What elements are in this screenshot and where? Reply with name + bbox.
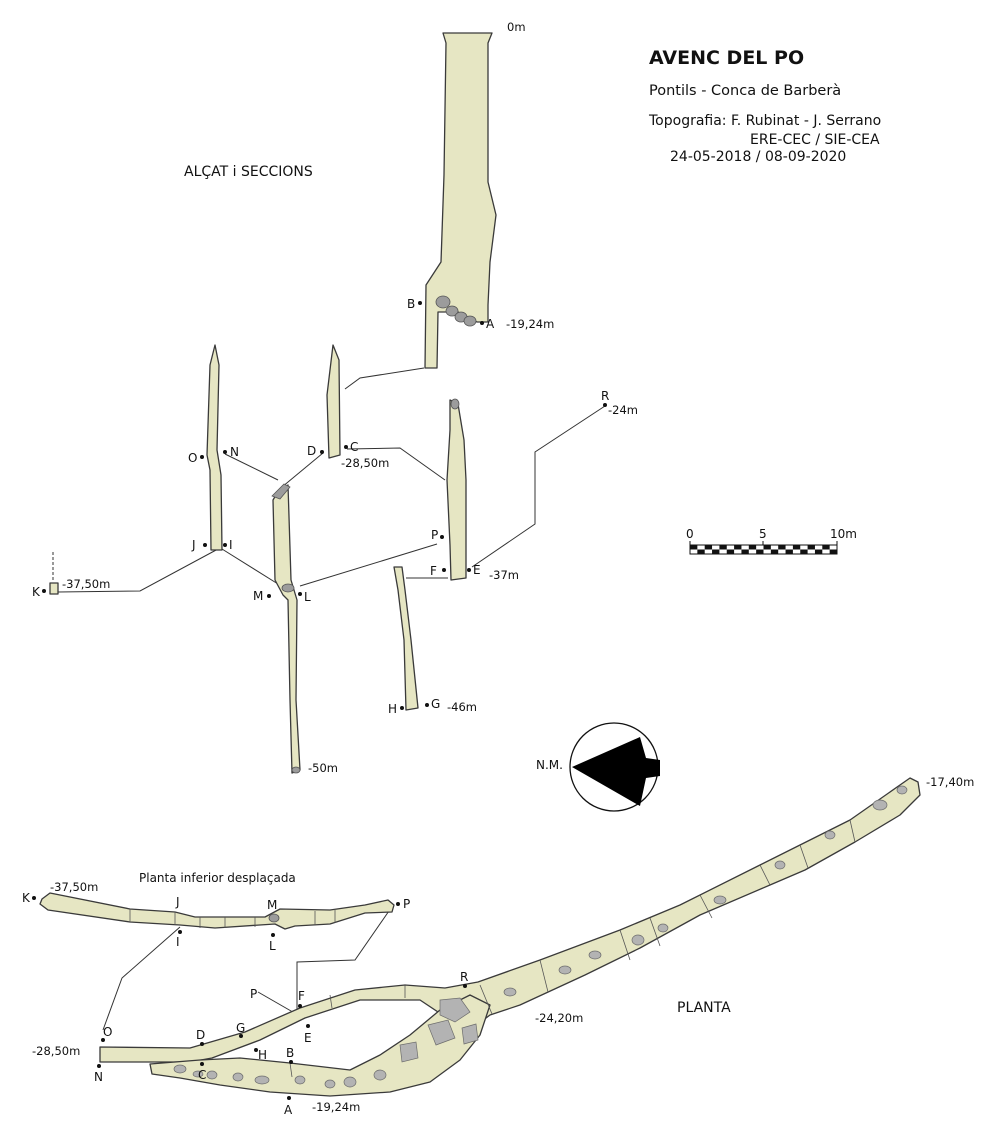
elev-label-d: D	[307, 444, 316, 458]
plan-label-k: K	[22, 891, 31, 905]
plan-depth-a: -19,24m	[312, 1100, 360, 1114]
plan-label-e: E	[304, 1031, 312, 1045]
lower-plan-passage	[39, 892, 395, 930]
plan-label-n: N	[94, 1070, 103, 1084]
elev-label-o: O	[188, 451, 197, 465]
elev-label-a: A	[486, 317, 495, 331]
elev-label-m: M	[253, 589, 263, 603]
elev-label-n: N	[230, 445, 239, 459]
elev-label-i: I	[229, 538, 233, 552]
north-arrow-icon: N.M.	[536, 722, 660, 812]
plan-label-d: D	[196, 1028, 205, 1042]
elev-depth-bottom: -50m	[308, 761, 338, 775]
elev-label-j: J	[191, 538, 196, 552]
plan-label-o: O	[103, 1025, 112, 1039]
elevation-view: 0m B A -19,24m D C -28,50m O N J I K -37…	[32, 20, 638, 775]
plan-label-g: G	[236, 1021, 245, 1035]
elev-label-l: L	[304, 590, 311, 604]
plan-view: K -37,50m J I M L P R -24,20m -17,40m P …	[22, 775, 974, 1117]
elevation-section-title: ALÇAT i SECCIONS	[184, 164, 313, 180]
survey-groups: ERE-CEC / SIE-CEA	[750, 132, 880, 148]
plan-boulders	[173, 785, 908, 1089]
elev-label-h: H	[388, 702, 397, 716]
plan-depth-r: -24,20m	[535, 1011, 583, 1025]
elev-depth-e: -37m	[489, 568, 519, 582]
scale-bar: 0 5 10m	[686, 527, 857, 555]
survey-dates: 24-05-2018 / 08-09-2020	[670, 149, 846, 165]
shaft-gh	[393, 566, 419, 711]
survey-authors: Topografia: F. Rubinat - J. Serrano	[648, 113, 881, 129]
elev-label-f: F	[430, 564, 437, 578]
plan-lower-branch	[149, 994, 491, 1097]
plan-label-m: M	[267, 898, 277, 912]
plan-label-a: A	[284, 1103, 293, 1117]
plan-label-p: P	[250, 987, 257, 1001]
scale-label-0: 0	[686, 527, 694, 541]
plan-label-l: L	[269, 939, 276, 953]
lower-plan-cross-sections	[129, 909, 336, 928]
shaft-k	[49, 582, 59, 595]
elev-depth-g: -46m	[447, 700, 477, 714]
elev-label-k: K	[32, 585, 41, 599]
plan-label-c: C	[198, 1068, 206, 1082]
elev-depth-r: -24m	[608, 403, 638, 417]
plan-label-b: B	[286, 1046, 294, 1060]
plan-cross-sections	[289, 819, 856, 1078]
boulder-ml	[271, 483, 301, 774]
shaft-pef	[446, 399, 467, 581]
plan-section-title: PLANTA	[677, 1000, 731, 1016]
elev-depth-c: -28,50m	[341, 456, 389, 470]
elev-label-r: R	[601, 389, 609, 403]
elev-depth-k: -37,50m	[62, 577, 110, 591]
boulder-choke-a	[435, 295, 477, 327]
elev-label-b: B	[407, 297, 415, 311]
scale-label-5: 5	[759, 527, 767, 541]
north-label: N.M.	[536, 758, 563, 772]
survey-location: Pontils - Conca de Barberà	[649, 83, 841, 99]
plan-label-h: H	[258, 1048, 267, 1062]
plan-label-r: R	[460, 970, 468, 984]
plan-label-j: J	[175, 895, 180, 909]
shaft-onji	[206, 344, 223, 551]
lower-plan-title: Planta inferior desplaçada	[139, 871, 296, 885]
elev-label-c: C	[350, 440, 358, 454]
elev-depth-0m: 0m	[507, 20, 526, 34]
plan-depth-n: -28,50m	[32, 1044, 80, 1058]
plan-upper-branch	[99, 777, 921, 1063]
elev-label-p: P	[431, 528, 438, 542]
survey-title: AVENC DEL PO	[649, 47, 804, 69]
elev-depth-a: -19,24m	[506, 317, 554, 331]
shaft-ml-50	[272, 484, 301, 774]
shaft-dc	[326, 344, 341, 459]
plan-label-i: I	[176, 935, 180, 949]
elev-label-e: E	[473, 563, 481, 577]
plan-depth-end: -17,40m	[926, 775, 974, 789]
plan-label-p-lower: P	[403, 897, 410, 911]
plan-label-f: F	[298, 989, 305, 1003]
elev-label-g: G	[431, 697, 440, 711]
plan-depth-k: -37,50m	[50, 880, 98, 894]
scale-label-10: 10m	[830, 527, 857, 541]
